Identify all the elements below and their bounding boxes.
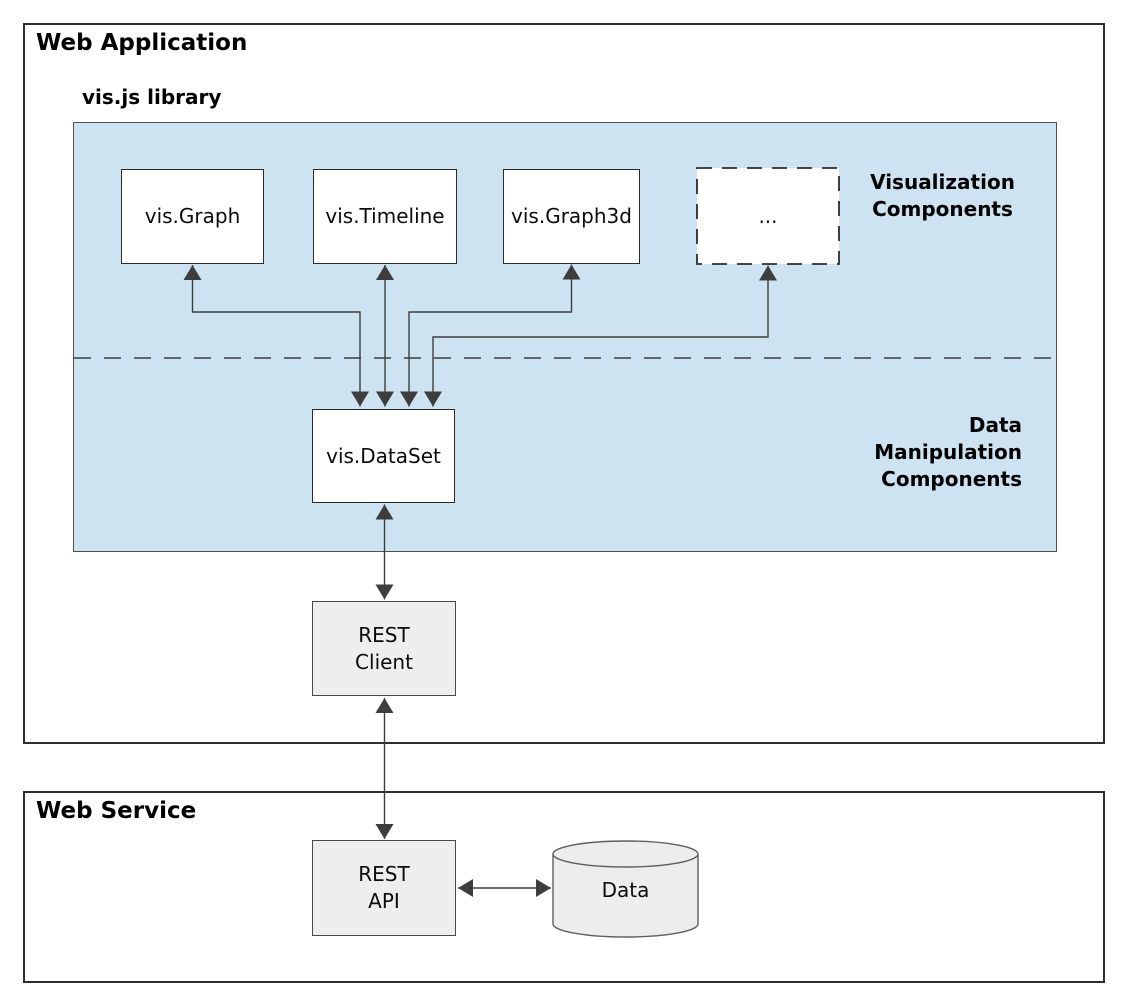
component-box-vis-graph3d: vis.Graph3d: [503, 169, 640, 264]
component-box-vis-graph: vis.Graph: [121, 169, 264, 264]
web-application-title: Web Application: [36, 30, 248, 56]
database-cylinder-body: [552, 854, 699, 938]
component-box-rest-api: REST API: [312, 840, 456, 936]
arrow-graph-dataset: [183, 265, 369, 407]
data-manipulation-components-label: Data Manipulation Components: [840, 412, 1022, 493]
placeholder-ellipsis-label: ...: [758, 204, 778, 228]
placeholder-component-box: [696, 167, 840, 265]
vis-js-library-title: vis.js library: [82, 85, 222, 109]
rest-api-label: REST API: [358, 862, 410, 913]
component-box-vis-dataset: vis.DataSet: [312, 409, 455, 503]
data-store-label: Data: [601, 878, 650, 902]
vis-timeline-label: vis.Timeline: [325, 204, 445, 228]
vis-dataset-label: vis.DataSet: [326, 443, 441, 468]
visualization-components-text: Visualization Components: [870, 170, 1015, 221]
rest-client-label: REST Client: [355, 622, 413, 674]
arrow-placeholder-dataset: [424, 265, 777, 407]
vis-graph-label: vis.Graph: [144, 204, 241, 228]
web-service-title: Web Service: [36, 798, 197, 824]
component-box-vis-timeline: vis.Timeline: [313, 169, 457, 264]
component-box-rest-client: REST Client: [312, 601, 456, 696]
vis-graph3d-label: vis.Graph3d: [511, 204, 632, 228]
visualization-components-label: Visualization Components: [840, 169, 1045, 223]
database-cylinder-top: [552, 840, 699, 868]
data-manipulation-components-text: Data Manipulation Components: [874, 413, 1022, 491]
